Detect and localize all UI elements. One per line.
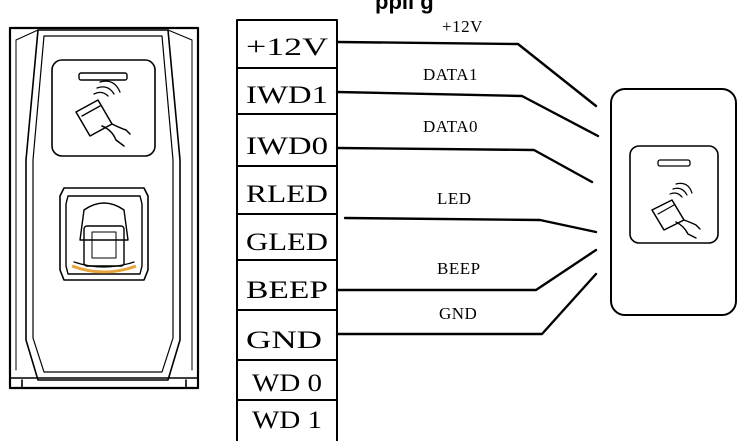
terminal-block: +12V IWD1 IWD0 RLED GLED BEEP GND WD 0 W… xyxy=(236,19,338,442)
wire-data0 xyxy=(335,146,594,184)
terminal-rled: RLED xyxy=(246,181,328,208)
terminal-gnd: GND xyxy=(246,327,322,354)
device-front-shell xyxy=(25,29,181,381)
terminal-gled: GLED xyxy=(246,229,328,256)
terminal-wd0: WD 0 xyxy=(252,370,322,397)
fingerprint-sensor-icon xyxy=(71,202,137,274)
device-outer-body xyxy=(8,26,200,390)
terminal-12v: +12V xyxy=(246,34,328,61)
fingerprint-reader-device xyxy=(8,26,200,390)
terminal-dividers xyxy=(236,67,338,401)
wire-label-beep: BEEP xyxy=(437,259,481,278)
wire-led xyxy=(343,216,598,234)
card-reader-slot xyxy=(657,159,691,167)
terminal-wd1: WD 1 xyxy=(252,407,322,434)
wire-data1 xyxy=(335,90,600,138)
wire-12v xyxy=(335,40,598,108)
wire-label-data1: DATA1 xyxy=(423,65,478,84)
wire-label-led: LED xyxy=(437,189,472,208)
card-reader-device xyxy=(610,88,737,316)
wire-label-gnd: GND xyxy=(439,304,477,323)
rfid-card-icon xyxy=(651,182,701,239)
terminal-beep: BEEP xyxy=(246,277,328,304)
card-window-slot xyxy=(78,72,128,81)
wires: +12V DATA1 DATA0 LED BEEP GND xyxy=(335,17,600,336)
terminal-iwd0: IWD0 xyxy=(246,133,328,160)
device-base xyxy=(9,377,199,389)
sensor-glow xyxy=(71,264,137,274)
wire-beep xyxy=(335,248,598,292)
fingerprint-housing xyxy=(59,187,149,281)
rfid-card-icon xyxy=(75,80,131,147)
diagram-title: ppli g xyxy=(375,0,434,14)
terminal-iwd1: IWD1 xyxy=(246,82,328,109)
device-front-inner xyxy=(32,35,174,373)
wire-label-data0: DATA0 xyxy=(423,117,478,136)
device-facets xyxy=(15,29,193,371)
card-reader-window xyxy=(629,145,719,244)
wire-label-12v: +12V xyxy=(442,17,483,36)
card-reader-body xyxy=(610,88,737,316)
wire-gnd xyxy=(335,272,598,336)
card-window xyxy=(51,59,156,157)
fingerprint-housing-inner xyxy=(65,195,143,275)
terminal-block-outline xyxy=(236,19,338,442)
